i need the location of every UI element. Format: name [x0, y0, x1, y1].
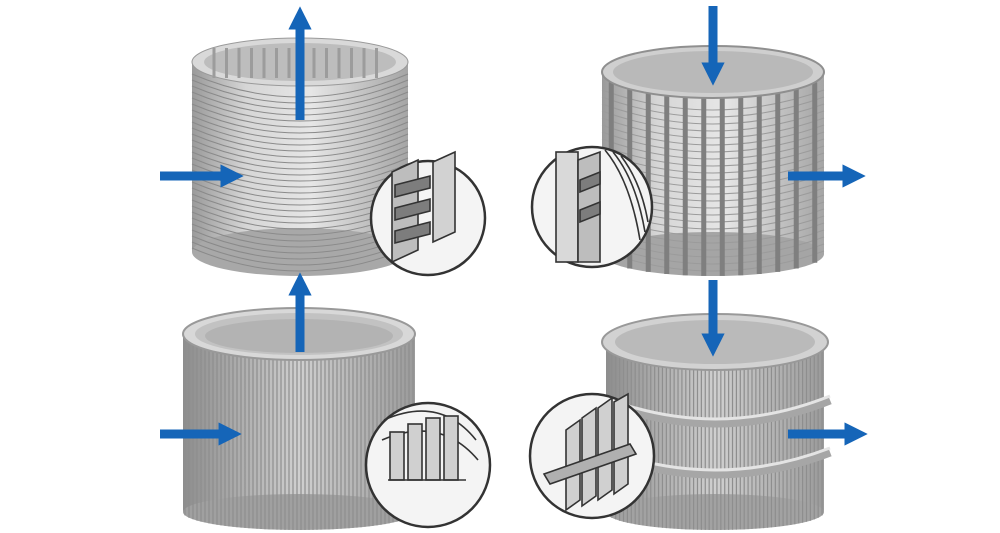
ring-line — [191, 133, 409, 158]
ring-line — [191, 115, 409, 140]
panel-bottom-right — [528, 280, 868, 530]
panel-bottom-left — [160, 272, 492, 530]
ring-line — [191, 151, 409, 176]
detail-magnifier — [369, 150, 487, 277]
ring-line — [191, 97, 409, 122]
ring-line — [191, 145, 409, 170]
detail-magnifier — [364, 401, 492, 529]
detail-magnifier — [528, 392, 656, 520]
ring-line — [191, 247, 409, 272]
ring-line — [191, 157, 409, 182]
ring-line — [191, 127, 409, 152]
panel-top-left — [160, 6, 487, 277]
panel-top-right — [530, 6, 866, 276]
ring-line — [191, 121, 409, 146]
cylinder-vertical-bars — [601, 45, 825, 276]
ring-line — [191, 103, 409, 128]
detail-magnifier — [530, 145, 654, 269]
ring-line — [191, 109, 409, 134]
ring-line — [191, 139, 409, 164]
